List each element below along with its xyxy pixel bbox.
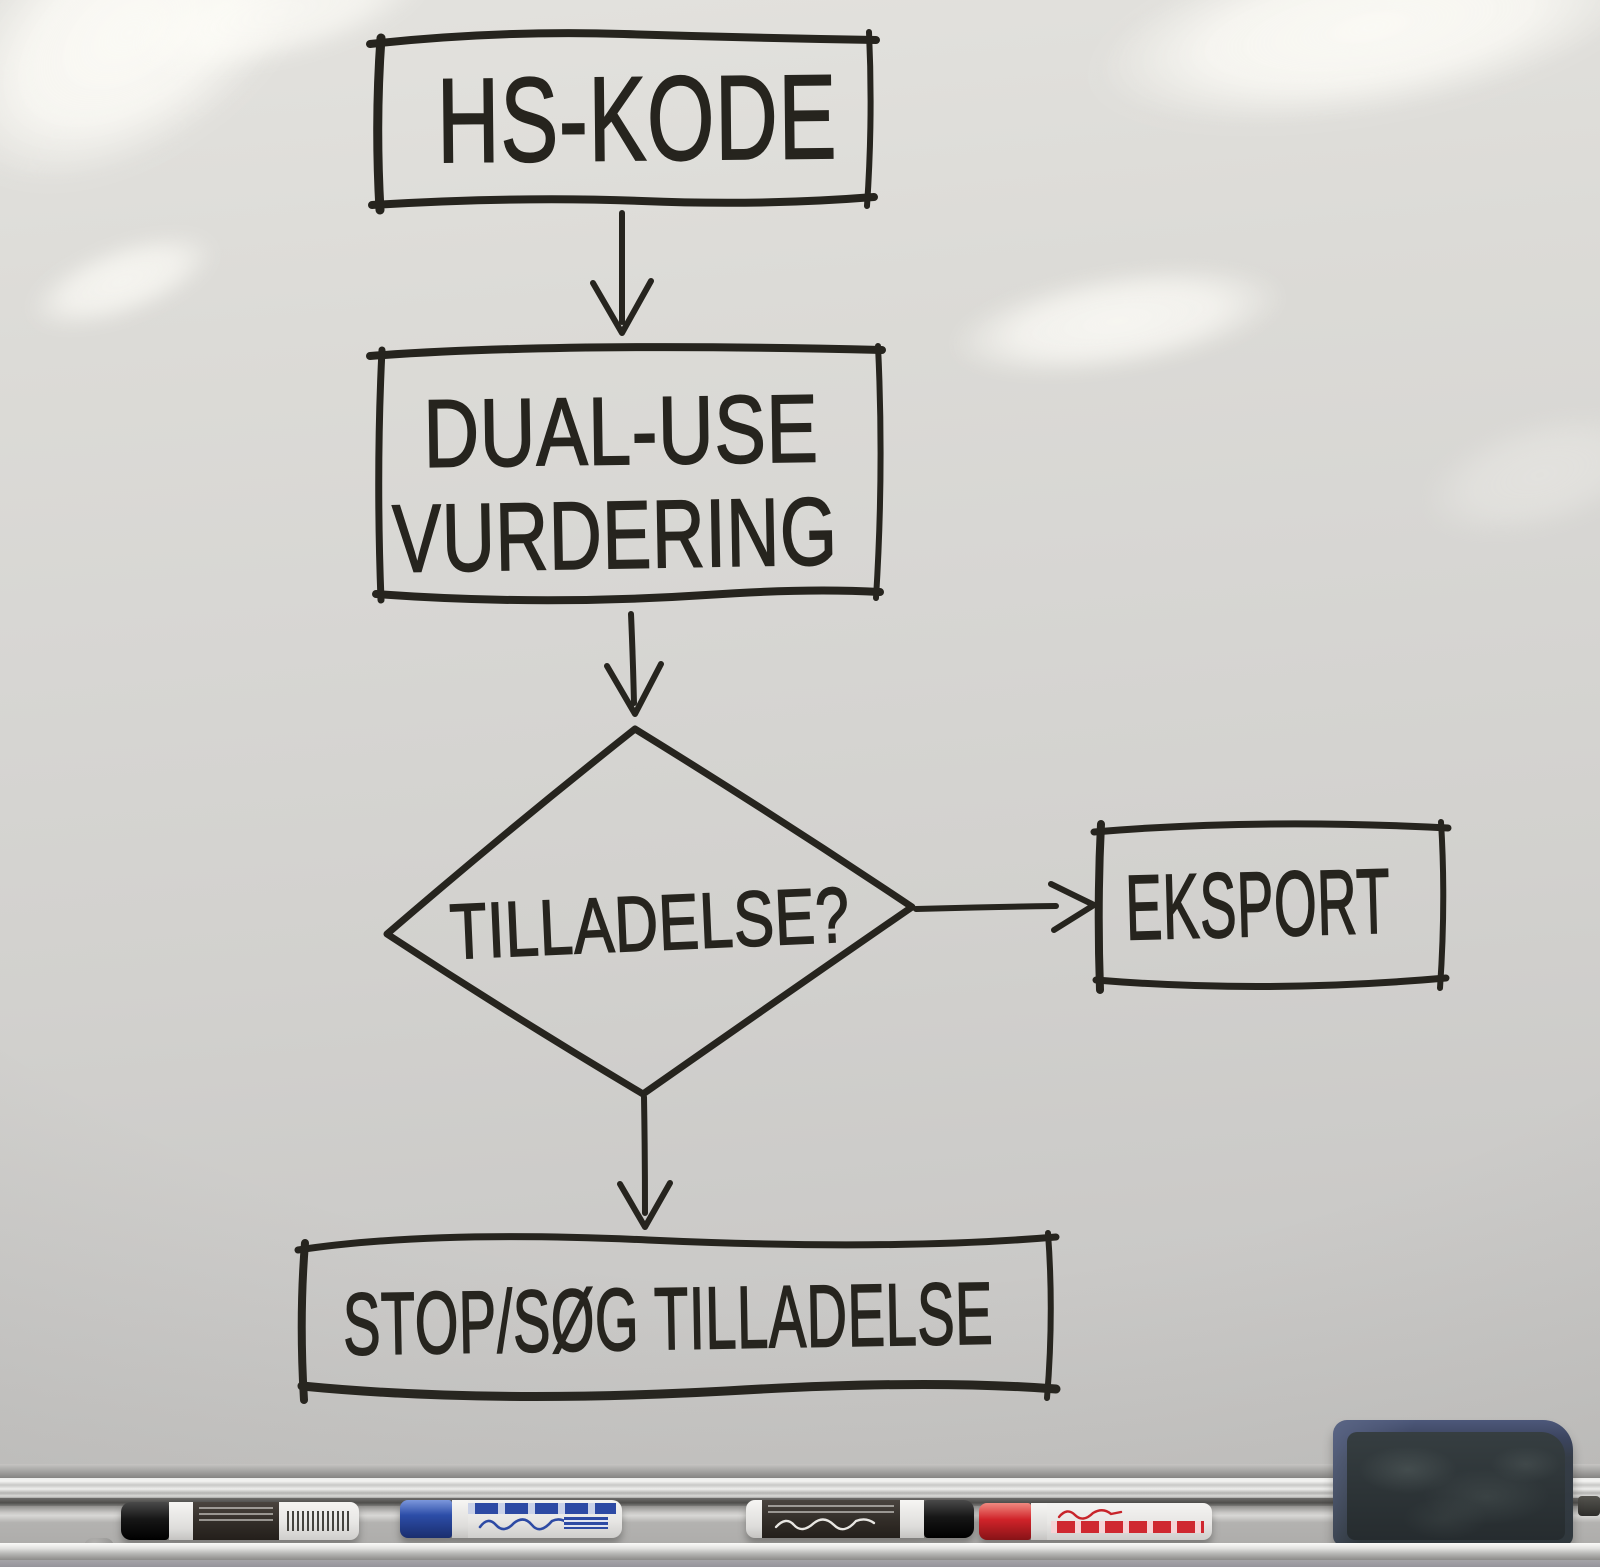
node-dual-use-vurdering: DUAL-USE VURDERING	[366, 343, 886, 605]
node-hs-kode-label: HS-KODE	[436, 50, 837, 188]
label-fine-print	[768, 1505, 894, 1513]
red-marker	[979, 1503, 1212, 1540]
label-blue-block	[564, 1517, 608, 1529]
node-tilladelse-diamond: TILLADELSE?	[383, 725, 916, 1098]
red-marker-cap	[979, 1503, 1031, 1540]
wall-below-tray	[0, 1560, 1600, 1567]
brand-script	[774, 1518, 876, 1531]
glare-top-left-corner	[0, 0, 362, 244]
marker-tray-rail	[0, 1478, 1600, 1498]
node-stop-soeg-tilladelse: STOP/SØG TILLADELSE	[294, 1230, 1061, 1404]
eraser-felt	[1347, 1432, 1565, 1540]
black-marker-cap	[924, 1500, 974, 1538]
node-stop-label: STOP/SØG TILLADELSE	[342, 1263, 994, 1373]
marker-label	[193, 1502, 279, 1540]
black-marker-2	[746, 1500, 974, 1538]
marker-ferrule	[169, 1502, 193, 1540]
edge-tilladelse-stop-arrow	[617, 1094, 673, 1230]
marker-tray-front-lip	[0, 1543, 1600, 1560]
marker-end	[746, 1500, 762, 1538]
whiteboard-surface: HS-KODE DUAL-USE VURDERING	[0, 0, 1600, 1470]
node-eksport-label: EKSPORT	[1124, 851, 1392, 960]
barcode	[287, 1511, 351, 1531]
label-fine-print	[199, 1507, 273, 1521]
flowchart-svg: HS-KODE DUAL-USE VURDERING	[294, 29, 1452, 1404]
node-dual-use-line1: DUAL-USE	[423, 375, 819, 488]
node-tilladelse-label: TILLADELSE?	[448, 870, 851, 975]
marker-ferrule	[452, 1500, 468, 1538]
black-marker-1	[121, 1502, 359, 1540]
label-blue-band	[468, 1503, 616, 1514]
marker-label	[762, 1500, 900, 1538]
tray-bracket	[1578, 1496, 1600, 1516]
glare-left-mid-streak	[18, 213, 227, 349]
blue-marker-cap	[400, 1500, 452, 1538]
node-dual-use-line2: VURDERING	[392, 478, 839, 593]
edge-tilladelse-eksport-arrow	[913, 881, 1097, 933]
marker-label	[468, 1500, 622, 1538]
brand-script	[1057, 1509, 1123, 1520]
brand-script	[478, 1518, 570, 1531]
whiteboard-eraser	[1333, 1420, 1573, 1546]
label-red-band	[1051, 1521, 1204, 1533]
node-hs-kode: HS-KODE	[366, 29, 880, 215]
black-marker-cap	[121, 1502, 169, 1540]
glare-center-streak	[944, 246, 1291, 396]
marker-ferrule	[900, 1500, 924, 1538]
whiteboard-bottom-edge	[0, 1464, 1600, 1478]
glare-top-left-streak	[122, 0, 438, 95]
blue-marker	[400, 1500, 622, 1538]
marker-label	[1047, 1503, 1212, 1540]
marker-ferrule	[1031, 1503, 1047, 1540]
glare-right-mid-faint	[1409, 389, 1600, 561]
glare-top-right-panel	[1064, 0, 1600, 148]
edge-dualuse-tilladelse-arrow	[604, 611, 664, 717]
edge-hskode-dualuse-arrow	[590, 210, 654, 336]
marker-barcode-label	[279, 1502, 359, 1540]
node-eksport: EKSPORT	[1090, 819, 1452, 994]
